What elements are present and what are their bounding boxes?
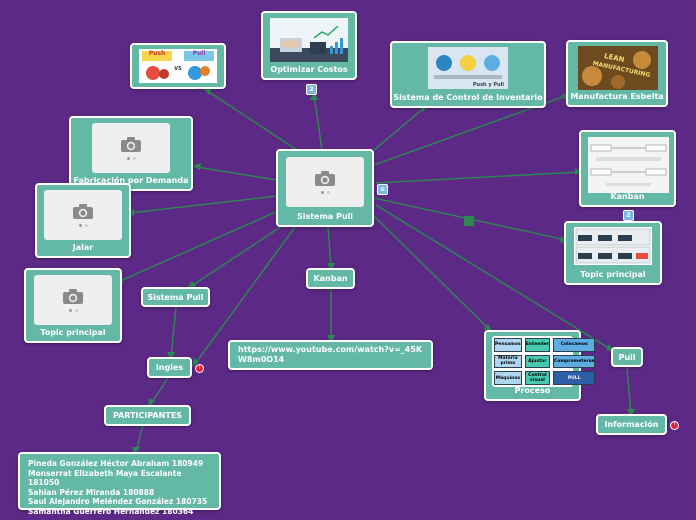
- topic-proceso[interactable]: Pensamos Entender Colocamos Materia prim…: [484, 330, 596, 401]
- notes-icon[interactable]: 2: [306, 84, 317, 95]
- proceso-cell: Pensamos: [494, 338, 522, 352]
- camera-icon: [73, 203, 93, 219]
- node-label: Optimizar Costos: [270, 65, 348, 74]
- topic-sistema-pull-child[interactable]: Sistema Pull: [141, 287, 210, 307]
- inventory-image: Push y Pull: [428, 47, 508, 89]
- flow-image: [574, 227, 652, 265]
- topic-jalar[interactable]: Jalar: [35, 183, 131, 258]
- connector-marker: [464, 216, 474, 226]
- link-pull: [375, 204, 613, 351]
- pull-label: Pull: [192, 50, 206, 57]
- link-optimizar: [313, 94, 323, 151]
- node-label: Topic principal: [40, 328, 106, 337]
- alert-icon: !: [670, 421, 679, 430]
- node-label: Kanban: [610, 192, 645, 201]
- proceso-cell: PULL: [552, 371, 596, 385]
- node-label: Sistema de Control de Inventario: [393, 93, 543, 102]
- topic-kanban-right[interactable]: Kanban: [579, 130, 676, 207]
- topic-youtube-link[interactable]: https://www.youtube.com/watch?v=_45KW8m0…: [228, 340, 433, 370]
- vs-label: VS: [174, 66, 182, 72]
- link-pull-info: [626, 366, 632, 415]
- link-ingles: [194, 226, 296, 365]
- topic-push-vs-pull[interactable]: Push VS Pull: [130, 43, 226, 89]
- notes-icon[interactable]: 2: [623, 210, 634, 221]
- link-jalar: [129, 195, 278, 214]
- finance-image: [270, 18, 348, 62]
- link-pushpull: [205, 89, 301, 153]
- camera-icon: [121, 136, 141, 152]
- link-sistema-pull-child: [189, 225, 283, 288]
- proceso-cell: Entender: [524, 338, 550, 352]
- participant-item: Pineda González Héctor Abraham 180949: [28, 459, 204, 468]
- topic-informacion[interactable]: Información: [596, 414, 667, 435]
- participant-item: Monserrat Elizabeth Maya Escalante 18105…: [28, 468, 182, 488]
- image-placeholder: [92, 123, 170, 173]
- camera-icon: [63, 288, 83, 304]
- proceso-cell: Materia prima: [494, 354, 522, 369]
- topic-participantes[interactable]: PARTICIPANTES: [104, 405, 191, 426]
- proceso-cell: Control visual: [524, 371, 550, 385]
- topic-pull[interactable]: Pull: [611, 347, 643, 367]
- topic-control-inventario[interactable]: Push y Pull Sistema de Control de Invent…: [390, 41, 546, 108]
- participant-item: Samantha Guerrero Hernandez 180364: [28, 506, 194, 516]
- link-inventario: [373, 107, 425, 151]
- proceso-cell: Comprometerse: [552, 354, 596, 369]
- node-label: Fabricación por Demanda: [73, 176, 189, 185]
- participant-item: Sahian Pérez Miranda 180888: [28, 487, 155, 497]
- link-sp-ingles: [170, 306, 177, 358]
- alert-icon: !: [195, 364, 204, 373]
- topic-fabricacion-por-demanda[interactable]: Fabricación por Demanda: [69, 116, 193, 191]
- participant-item: Saul Alejandro Meléndez González 180735: [28, 497, 208, 506]
- proceso-diagram: Pensamos Entender Colocamos Materia prim…: [492, 336, 596, 387]
- topic-optimizar-costos[interactable]: Optimizar Costos: [261, 11, 357, 80]
- image-placeholder: [44, 190, 122, 240]
- notes-icon[interactable]: ≡: [377, 184, 388, 195]
- kanban-image: [588, 137, 669, 193]
- link-kanban-right: [375, 171, 581, 184]
- node-label: Sistema Pull: [296, 212, 354, 221]
- node-label: Jalar: [72, 243, 94, 252]
- topic-ingles[interactable]: Ingles: [147, 357, 192, 378]
- proceso-cell: Colocamos: [552, 338, 596, 352]
- link-topic-left: [117, 209, 281, 283]
- topic-principal-left[interactable]: Topic principal: [24, 268, 122, 343]
- inventory-subtitle: Push y Pull: [472, 82, 504, 88]
- link-proceso: [373, 215, 491, 331]
- node-label: Proceso: [514, 386, 551, 395]
- link-kanban-center: [327, 226, 332, 269]
- camera-icon: [315, 170, 335, 186]
- topic-principal-right[interactable]: Topic principal: [564, 221, 662, 285]
- central-topic-sistema-pull[interactable]: Sistema Pull: [276, 149, 374, 227]
- topic-kanban-center[interactable]: Kanban: [306, 268, 355, 289]
- image-placeholder: [286, 157, 364, 207]
- push-label: Push: [148, 50, 166, 57]
- image-placeholder: [34, 275, 112, 325]
- push-pull-image: Push VS Pull: [139, 49, 217, 83]
- topic-manufactura-esbelta[interactable]: LEAN MANUFACTURING Manufactura Esbelta: [566, 40, 668, 107]
- participants-list[interactable]: Pineda González Héctor Abraham 180949 Mo…: [18, 452, 221, 516]
- node-label: Manufactura Esbelta: [570, 92, 664, 101]
- node-label: Topic principal: [580, 270, 646, 279]
- proceso-cell: Ajustar: [524, 354, 550, 369]
- proceso-cell: Máquinas: [494, 371, 522, 385]
- lean-image: LEAN MANUFACTURING: [578, 46, 658, 90]
- link-fabricacion: [195, 166, 278, 181]
- youtube-url-link[interactable]: https://www.youtube.com/watch?v=_45KW8m0…: [238, 345, 423, 364]
